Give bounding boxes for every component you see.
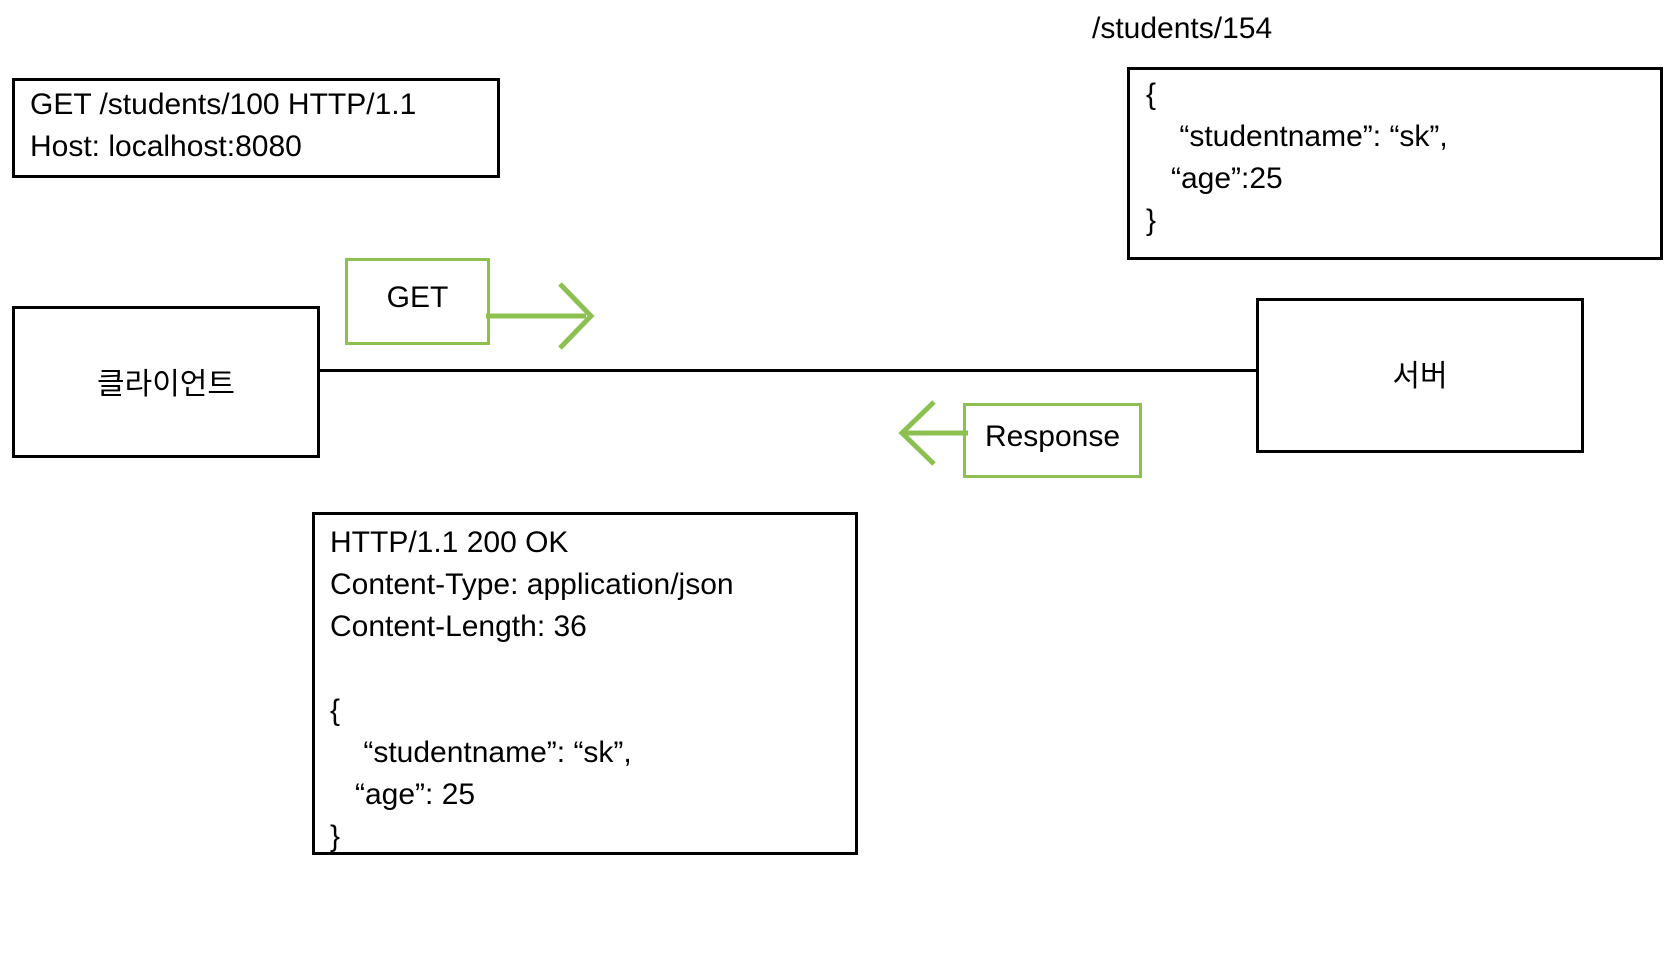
- get-method-tag: GET: [345, 258, 490, 345]
- resource-json-text: { “studentname”: “sk”, “age”:25 }: [1146, 78, 1448, 237]
- server-node: 서버: [1256, 298, 1584, 453]
- client-node: 클라이언트: [12, 306, 320, 458]
- http-response-text: HTTP/1.1 200 OK Content-Type: applicatio…: [330, 526, 734, 853]
- response-tag: Response: [963, 403, 1142, 478]
- get-method-tag-label: GET: [386, 281, 449, 314]
- resource-path-label: /students/154: [1092, 12, 1273, 45]
- http-response-box: [312, 512, 858, 855]
- client-node-label: 클라이언트: [97, 368, 235, 401]
- response-tag-label: Response: [984, 420, 1121, 453]
- get-arrow-right-icon: [486, 282, 595, 350]
- server-node-label: 서버: [1392, 360, 1448, 393]
- http-request-text: GET /students/100 HTTP/1.1 Host: localho…: [30, 88, 417, 163]
- client-server-connector: [318, 369, 1258, 372]
- response-arrow-left-icon: [898, 400, 968, 466]
- resource-json-box: [1127, 67, 1663, 260]
- http-request-box: [12, 78, 500, 178]
